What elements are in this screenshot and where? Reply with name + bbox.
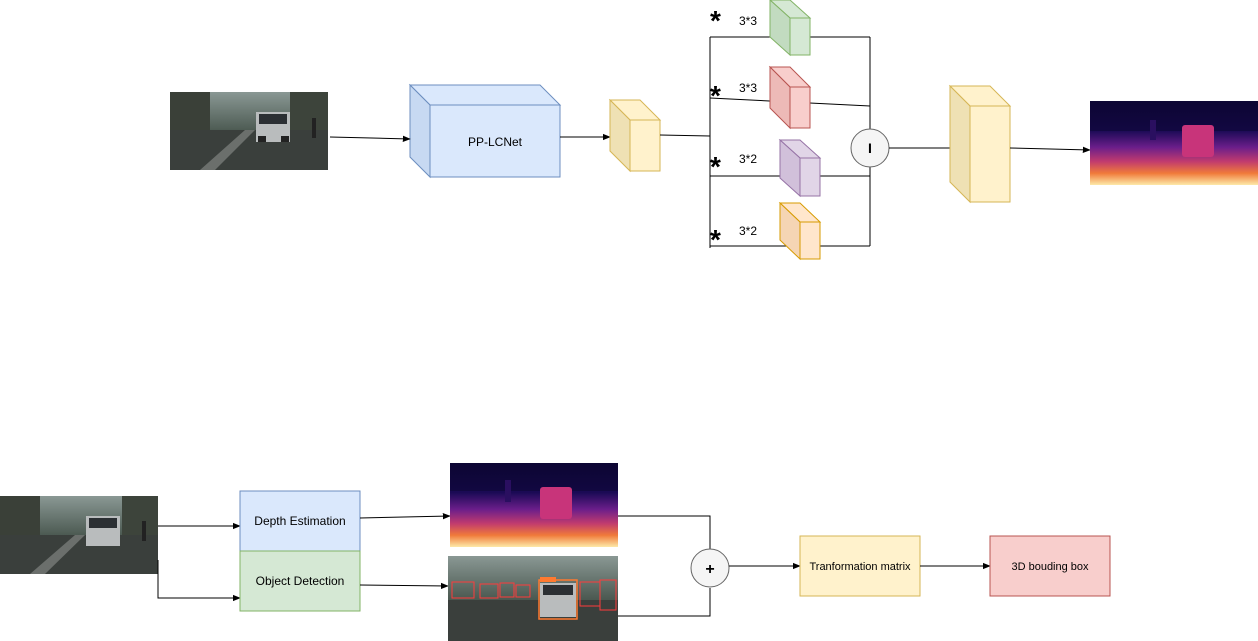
plus-symbol: + bbox=[705, 561, 714, 578]
arrow-detection-to-image bbox=[359, 582, 449, 590]
branch-4-kernel: 3*2 bbox=[739, 224, 757, 238]
input-street-image-bottom bbox=[0, 496, 158, 574]
connector-depth-to-plus bbox=[618, 515, 711, 550]
connector-feature-to-split bbox=[659, 134, 711, 137]
detection-image bbox=[448, 556, 618, 641]
pp-lcnet-block: PP-LCNet bbox=[408, 83, 562, 179]
branch-4-symbol: * bbox=[710, 224, 721, 255]
conv-branch-1: * 3*3 bbox=[710, 0, 812, 57]
feature-map-block bbox=[608, 98, 662, 173]
connector-detection-to-plus bbox=[618, 588, 711, 617]
branch-1-symbol: * bbox=[710, 5, 721, 36]
arrow-input-to-object-detection bbox=[157, 560, 241, 602]
merge-symbol: I bbox=[868, 140, 872, 156]
conv-branch-3: * 3*2 bbox=[710, 138, 822, 198]
depth-map-bottom bbox=[450, 463, 618, 547]
object-detection-label: Object Detection bbox=[256, 574, 345, 588]
plus-node: + bbox=[690, 548, 730, 588]
conv-branch-4: * 3*2 bbox=[710, 201, 822, 261]
arrow-input-to-backbone bbox=[329, 135, 411, 143]
branch-1-kernel: 3*3 bbox=[739, 14, 757, 28]
depth-estimation-label: Depth Estimation bbox=[254, 514, 345, 528]
merge-node: I bbox=[850, 128, 890, 168]
depth-estimation-block: Depth Estimation bbox=[239, 490, 361, 552]
branch-2-kernel: 3*3 bbox=[739, 81, 757, 95]
branch-2-symbol: * bbox=[710, 80, 721, 111]
3d-bounding-box-label: 3D bouding box bbox=[1011, 561, 1089, 573]
transformation-matrix-block: Tranformation matrix bbox=[799, 535, 921, 597]
depth-map-top bbox=[1090, 101, 1258, 185]
object-detection-block: Object Detection bbox=[239, 550, 361, 612]
conv-branch-2: * 3*3 bbox=[710, 65, 812, 130]
input-street-image-top bbox=[170, 92, 328, 170]
branch-3-kernel: 3*2 bbox=[739, 152, 757, 166]
pp-lcnet-label: PP-LCNet bbox=[468, 135, 523, 149]
arrow-output-to-depth bbox=[1009, 146, 1091, 154]
output-feature-block bbox=[948, 84, 1012, 204]
3d-bounding-box-block: 3D bouding box bbox=[989, 535, 1111, 597]
transformation-matrix-label: Tranformation matrix bbox=[809, 561, 911, 573]
branch-3-symbol: * bbox=[710, 151, 721, 182]
arrow-depth-to-map bbox=[359, 512, 451, 520]
